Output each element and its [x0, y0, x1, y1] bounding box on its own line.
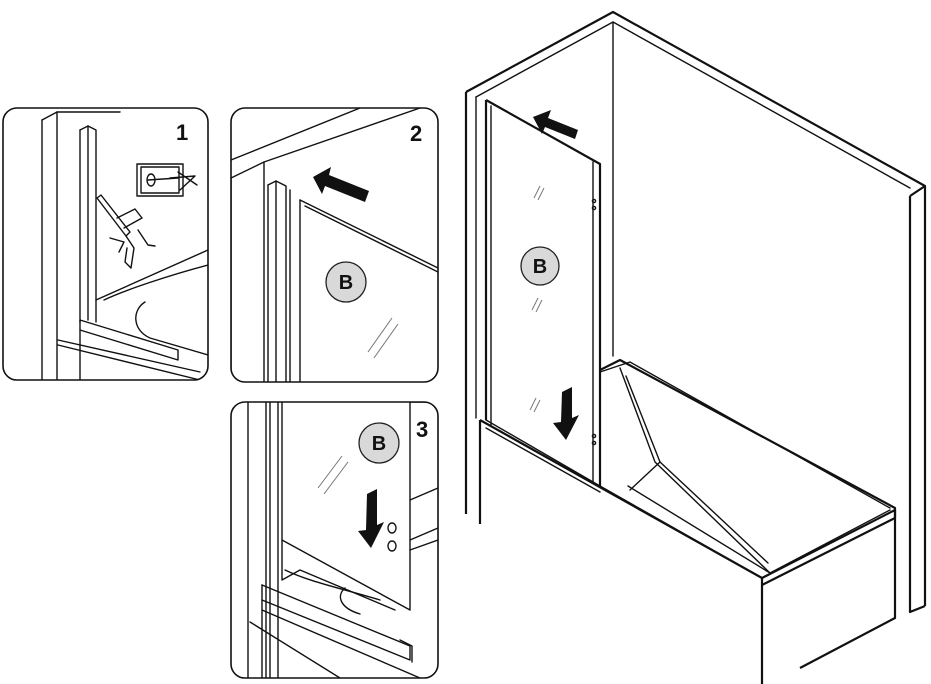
step-3-panel: B 3 — [230, 401, 439, 679]
panel-b-label: B — [339, 272, 353, 294]
step-1-panel: 1 — [2, 107, 209, 381]
panel-b-badge: B — [358, 422, 400, 464]
slide-arrow-icon — [313, 167, 369, 202]
hinge-hole-icon — [387, 540, 397, 552]
slide-arrow-icon — [533, 110, 578, 139]
down-arrow-icon — [553, 387, 579, 440]
step-1-number: 1 — [176, 120, 188, 145]
panel-b-label: B — [533, 256, 547, 278]
bathtub-overview: B — [464, 10, 927, 684]
step-2-number: 2 — [410, 121, 422, 146]
panel-b-badge: B — [325, 261, 367, 303]
cut-nozzle-icon — [136, 163, 198, 197]
panel-b-label: B — [372, 433, 386, 455]
step-3-number: 3 — [416, 417, 428, 442]
hinge-hole-icon — [387, 522, 397, 534]
down-arrow-icon — [358, 489, 384, 548]
step-2-panel: B 2 — [230, 107, 439, 383]
panel-b-badge: B — [520, 246, 560, 286]
caulk-gun-icon — [96, 194, 156, 269]
